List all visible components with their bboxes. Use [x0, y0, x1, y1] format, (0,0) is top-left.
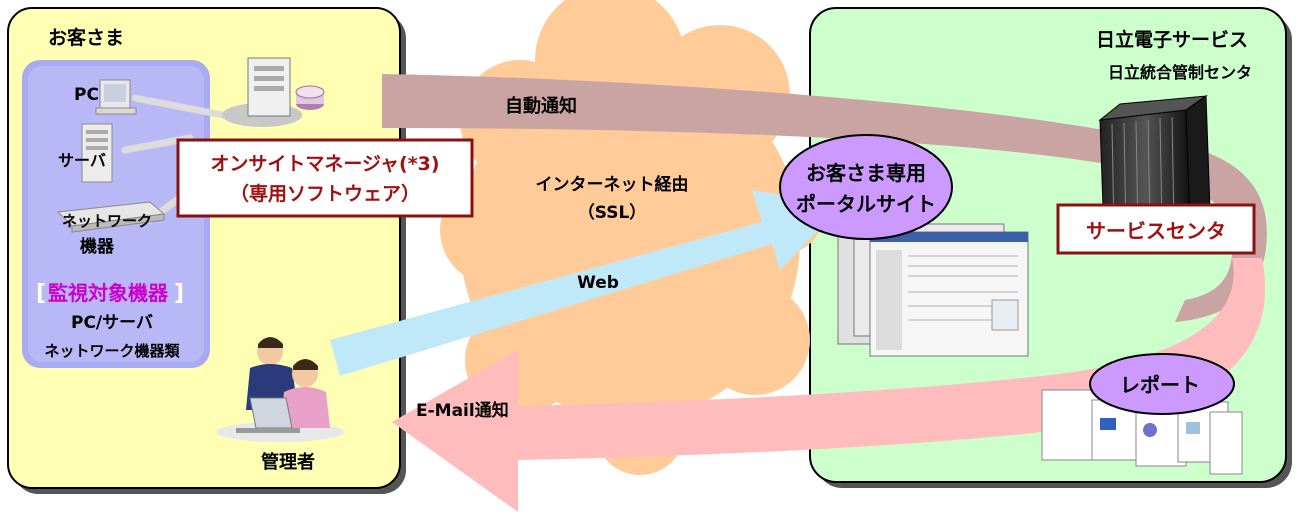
portal-screenshots-icon	[837, 223, 1029, 357]
network-label-1: ネットワーク	[62, 212, 152, 230]
network-device-icon	[56, 201, 166, 233]
network-label-2: 機器	[80, 236, 115, 257]
internet-line1: インターネット経由	[536, 174, 689, 195]
pc-icon	[95, 79, 137, 115]
monitored-line1: PC/サーバ	[71, 313, 153, 333]
email-notify-label: E-Mail通知	[416, 400, 509, 421]
internet-line2: （SSL）	[578, 202, 647, 223]
monitored-title: 監視対象機器	[48, 281, 169, 305]
monitored-bracket-close: ]	[174, 281, 184, 306]
provider-center: 日立統合管制センタ	[1108, 63, 1252, 82]
onsite-manager-server-icon	[222, 57, 325, 127]
report-bubble	[1089, 353, 1235, 415]
auto-notify-arrow	[382, 74, 1267, 322]
onsite-manager-line2: （専用ソフトウェア）	[230, 182, 420, 205]
admin-icon	[216, 337, 344, 442]
server-icon	[81, 123, 113, 183]
service-center-box	[1056, 203, 1256, 255]
auto-notify-label: 自動通知	[505, 95, 577, 117]
onsite-manager-line1: オンサイトマネージャ(*3)	[210, 153, 439, 175]
portal-line1: お客さま専用	[806, 161, 926, 185]
portal-bubble	[779, 134, 953, 240]
admin-label: 管理者	[261, 451, 315, 473]
pc-label: PC	[74, 85, 99, 105]
provider-company: 日立電子サービス	[1096, 28, 1248, 51]
report-label: レポート	[1120, 373, 1200, 397]
portal-line2: ポータルサイト	[796, 192, 936, 216]
server-label: サーバ	[58, 151, 106, 170]
monitored-line2: ネットワーク機器類	[44, 342, 180, 360]
onsite-manager-box	[176, 138, 474, 218]
email-notify-arrow	[392, 258, 1266, 512]
monitored-bracket-open: [	[36, 281, 46, 306]
service-center-label: サービスセンタ	[1086, 219, 1226, 243]
web-arrow	[330, 190, 842, 376]
customer-title: お客さま	[48, 26, 124, 49]
web-label: Web	[577, 273, 619, 293]
